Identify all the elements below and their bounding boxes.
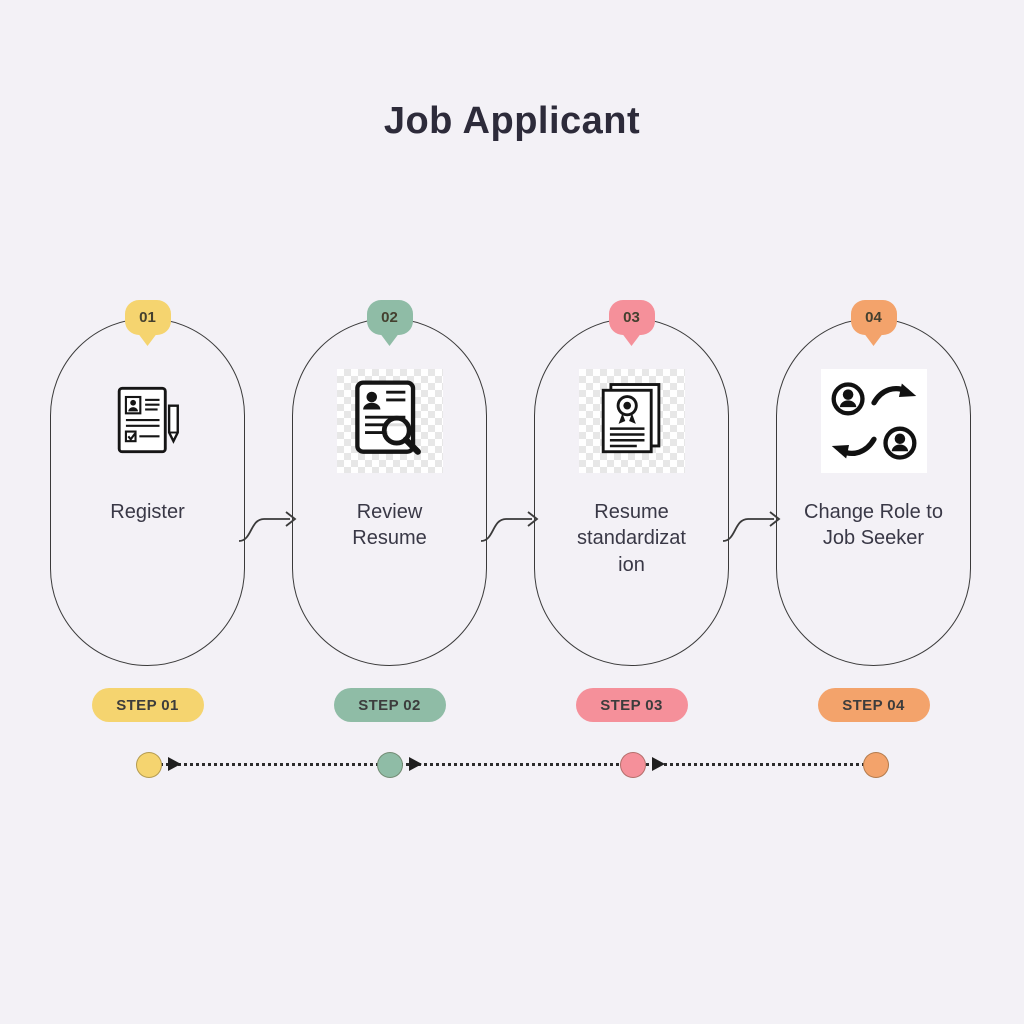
connector-arrow-icon [480,511,539,542]
step-number: 04 [850,300,897,335]
step-3: 03 [534,300,729,720]
timeline-arrow-icon [168,757,181,771]
step-1-icon-box [95,369,201,473]
step-number: 03 [608,300,655,335]
step-pill: STEP 01 [91,688,204,722]
step-label: Review Resume [352,501,427,550]
step-number: 01 [124,300,171,335]
step-2-icon-box [336,369,443,473]
step-2-capsule: Review Resume [292,318,487,666]
step-3-number-badge: 03 [608,300,655,346]
step-pill: STEP 02 [333,688,446,722]
step-2: 02 [292,300,487,720]
step-1-capsule: Register [50,318,245,666]
step-2-number-badge: 02 [366,300,413,346]
step-pills-row: STEP 01 STEP 02 STEP 03 STEP 04 [50,688,974,722]
timeline-dot [620,752,646,778]
timeline-dot [377,752,403,778]
badge-pointer [138,334,157,346]
step-3-icon-box [578,369,685,473]
connector-arrow-icon [722,511,781,542]
step-1-number-badge: 01 [124,300,171,346]
register-document-icon [117,386,179,454]
step-label: Change Role to Job Seeker [804,501,943,550]
timeline-dotted-line [149,763,876,766]
step-pill: STEP 03 [575,688,688,722]
step-1: 01 [50,300,245,720]
steps-row: 01 [50,300,974,720]
badge-pointer [864,334,883,346]
timeline [0,750,1024,784]
step-pill: STEP 04 [817,688,930,722]
connector-arrow-icon [238,511,297,542]
timeline-arrow-icon [652,757,665,771]
step-label: Register [110,501,185,523]
step-4: 04 [776,300,971,720]
step-4-number-badge: 04 [850,300,897,346]
step-4-icon-box [820,369,927,473]
timeline-dot [136,752,162,778]
badge-pointer [380,334,399,346]
resume-certificate-icon [601,383,660,454]
step-4-capsule: Change Role to Job Seeker [776,318,971,666]
step-number: 02 [366,300,413,335]
step-3-capsule: Resume standardizat ion [534,318,729,666]
change-role-swap-icon [831,382,916,460]
badge-pointer [622,334,641,346]
timeline-dot [863,752,889,778]
timeline-arrow-icon [409,757,422,771]
review-resume-magnifier-icon [354,380,421,455]
step-label: Resume standardizat ion [577,501,686,576]
page-title: Job Applicant [383,100,641,142]
